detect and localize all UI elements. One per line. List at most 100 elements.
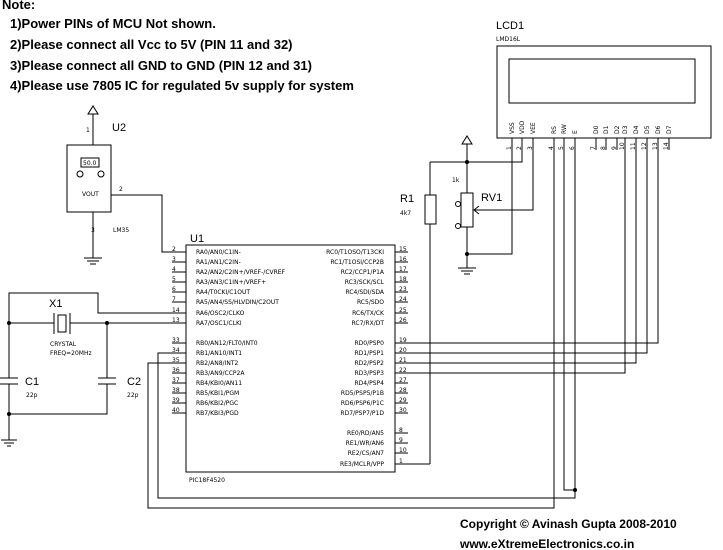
notes-block: Note: 1)Power PINs of MCU Not shown. 2)P…: [2, 0, 354, 93]
mcu-pin-number: 36: [172, 367, 180, 374]
mcu-pin-number: 3: [172, 256, 176, 263]
wire-vss-to-gnd: [467, 150, 513, 255]
mcu-pin-number: 37: [172, 377, 180, 384]
mcu-pin-number: 24: [399, 296, 407, 303]
sensor-pin-vcc: 1: [86, 127, 90, 134]
mcu-pin-name: RD3/PSP3: [355, 370, 385, 377]
mcu-pin-number: 34: [172, 347, 180, 354]
lcd-pin-number: 14: [663, 142, 670, 150]
lcd-pin-number: 9: [611, 146, 618, 150]
sensor-out-label: VOUT: [82, 191, 99, 198]
website-text: www.eXtremeElectronics.co.in: [459, 537, 634, 550]
mcu-pin-number: 29: [399, 397, 407, 404]
pot-pin-marker-icon: [455, 201, 461, 207]
mcu-pin-number: 35: [172, 357, 180, 364]
wire-wiper-to-vee: [486, 150, 534, 211]
mcu-pin-number: 40: [172, 407, 180, 414]
ground-icon: [1, 439, 17, 447]
r1-value: 4k7: [400, 210, 411, 217]
lcd-pin-name: RW: [561, 124, 568, 134]
c1-ref: C1: [25, 376, 39, 388]
mcu-pin-number: 16: [399, 256, 407, 263]
mcu-pin-number: 14: [172, 307, 180, 314]
mcu-pin-number: 20: [399, 347, 407, 354]
pot-pin-marker-icon: [455, 223, 461, 229]
copyright-text: Copyright © Avinash Gupta 2008-2010: [460, 517, 677, 531]
lcd-pin-number: 8: [600, 146, 607, 150]
mcu-pin-number: 9: [399, 437, 403, 444]
crystal-frequency: FREQ=20MHz: [50, 350, 92, 357]
mcu-pin-name: RA6/OSC2/CLKO: [196, 310, 245, 317]
junction-dot: [573, 488, 577, 492]
c2-value: 22p: [127, 392, 139, 399]
mcu-pin-number: 27: [399, 377, 407, 384]
mcu-pin-name: RD0/PSP0: [355, 340, 385, 347]
lcd-pin-group: VSS1VDD2VEE3RS4RW5E6D07D18D29D310D411D51…: [506, 120, 673, 150]
lcd-module: LCD1 LMD16L VSS1VDD2VEE3RS4RW5E6D07D18D2…: [496, 20, 712, 150]
mcu-pin-name: RA7/OSC1/CLKI: [196, 320, 242, 327]
lcd-part: LMD16L: [496, 36, 521, 43]
mcu-pin-number: 8: [399, 427, 403, 434]
mcu-pin-name: RD1/PSP1: [355, 350, 385, 357]
wire-cap-ground: [8, 384, 108, 415]
lcd-pin-number: 13: [652, 142, 659, 150]
mcu-pin-number: 19: [399, 337, 407, 344]
temperature-sensor: U2 1 50.0 VOUT 2 3 LM35: [66, 105, 176, 265]
lcd-pin-number: 5: [558, 146, 565, 150]
sensor-display-value: 50.0: [83, 160, 97, 167]
mcu-pin-name: RA1/AN1/C2IN-: [196, 259, 241, 266]
crystal-type: CRYSTAL: [50, 341, 77, 348]
lcd-pin-name: VEE: [530, 122, 537, 134]
lcd-pin-name: VSS: [509, 122, 516, 134]
lcd-pin-name: D3: [622, 125, 629, 134]
mcu-pin-name: RD5/PSP5/P1B: [341, 390, 384, 397]
mcu-pin-name: RB7/KBI3/PGD: [196, 410, 239, 417]
sensor-part: LM35: [113, 227, 129, 234]
mcu-pin-number: 7: [172, 296, 176, 303]
mcu-pin-number: 1: [399, 458, 403, 465]
mcu-pin-name: RA4/T0CKI/C1OUT: [196, 289, 250, 296]
lcd-bus-wiring: [147, 150, 659, 509]
mcu-pin-name: RC2/CCP1/P1A: [341, 269, 385, 276]
c2-ref: C2: [127, 376, 141, 388]
mcu-pin-name: RB5/KBI1/PGM: [196, 390, 239, 397]
mcu-pin-number: 5: [172, 276, 176, 283]
mcu-pin-name: RD4/PSP4: [355, 380, 385, 387]
lcd-pin-number: 3: [527, 146, 534, 150]
lcd-pin-number: 1: [506, 146, 513, 150]
mcu-pin-number: 4: [172, 266, 176, 273]
mcu-pin-name: RB2/AN8/INT2: [196, 360, 238, 367]
wire-rd1-d5: [408, 150, 648, 354]
sensor-display: [80, 157, 100, 168]
wire-rd3-d7: [408, 150, 626, 374]
lcd-pin-name: RS: [551, 126, 558, 134]
mcu-part: PIC18F4520: [189, 477, 225, 484]
mcu-pin-number: 26: [399, 317, 407, 324]
lcd-pin-name: D7: [666, 125, 673, 134]
copyright-block: Copyright © Avinash Gupta 2008-2010 www.…: [459, 517, 677, 550]
sensor-body: [66, 144, 112, 213]
note-line-4: 4)Please use 7805 IC for regulated 5v su…: [10, 78, 354, 93]
wire-sensor-to-ra0: [111, 194, 176, 253]
lcd-pin-name: D0: [593, 125, 600, 134]
mcu-pin-number: 13: [172, 317, 180, 324]
mcu-pin-name: RE0/RD/AN5: [347, 430, 384, 437]
mcu-pin-name: RA3/AN3/C1IN+/VREF+: [196, 279, 266, 286]
wire-osc2: [8, 292, 176, 323]
wire-rd2-d6: [408, 150, 637, 364]
mcu-right-pin-group: 15RC0/T1OSO/T13CKI16RC1/T1OSI/CCP2B17RC2…: [326, 246, 408, 468]
lcd-ref: LCD1: [496, 20, 524, 32]
sensor-pin-out: 2: [119, 186, 123, 193]
notes-heading: Note:: [2, 0, 35, 12]
mcu-pin-name: RC0/T1OSO/T13CKI: [326, 249, 384, 256]
mcu-pin-number: 39: [172, 397, 180, 404]
ground-icon: [84, 257, 102, 265]
wire-rb2-rs: [147, 150, 555, 509]
lcd-screen: [508, 58, 696, 104]
mcu-pin-name: RB0/AN12/FLT0/INT0: [196, 340, 258, 347]
mcu-pin-name: RC6/TX/CK: [352, 310, 385, 317]
mcu-pin-name: RE1/WR/AN6: [346, 440, 385, 447]
lcd-pin-number: 12: [641, 142, 648, 150]
sensor-down-button-icon: [76, 170, 84, 178]
